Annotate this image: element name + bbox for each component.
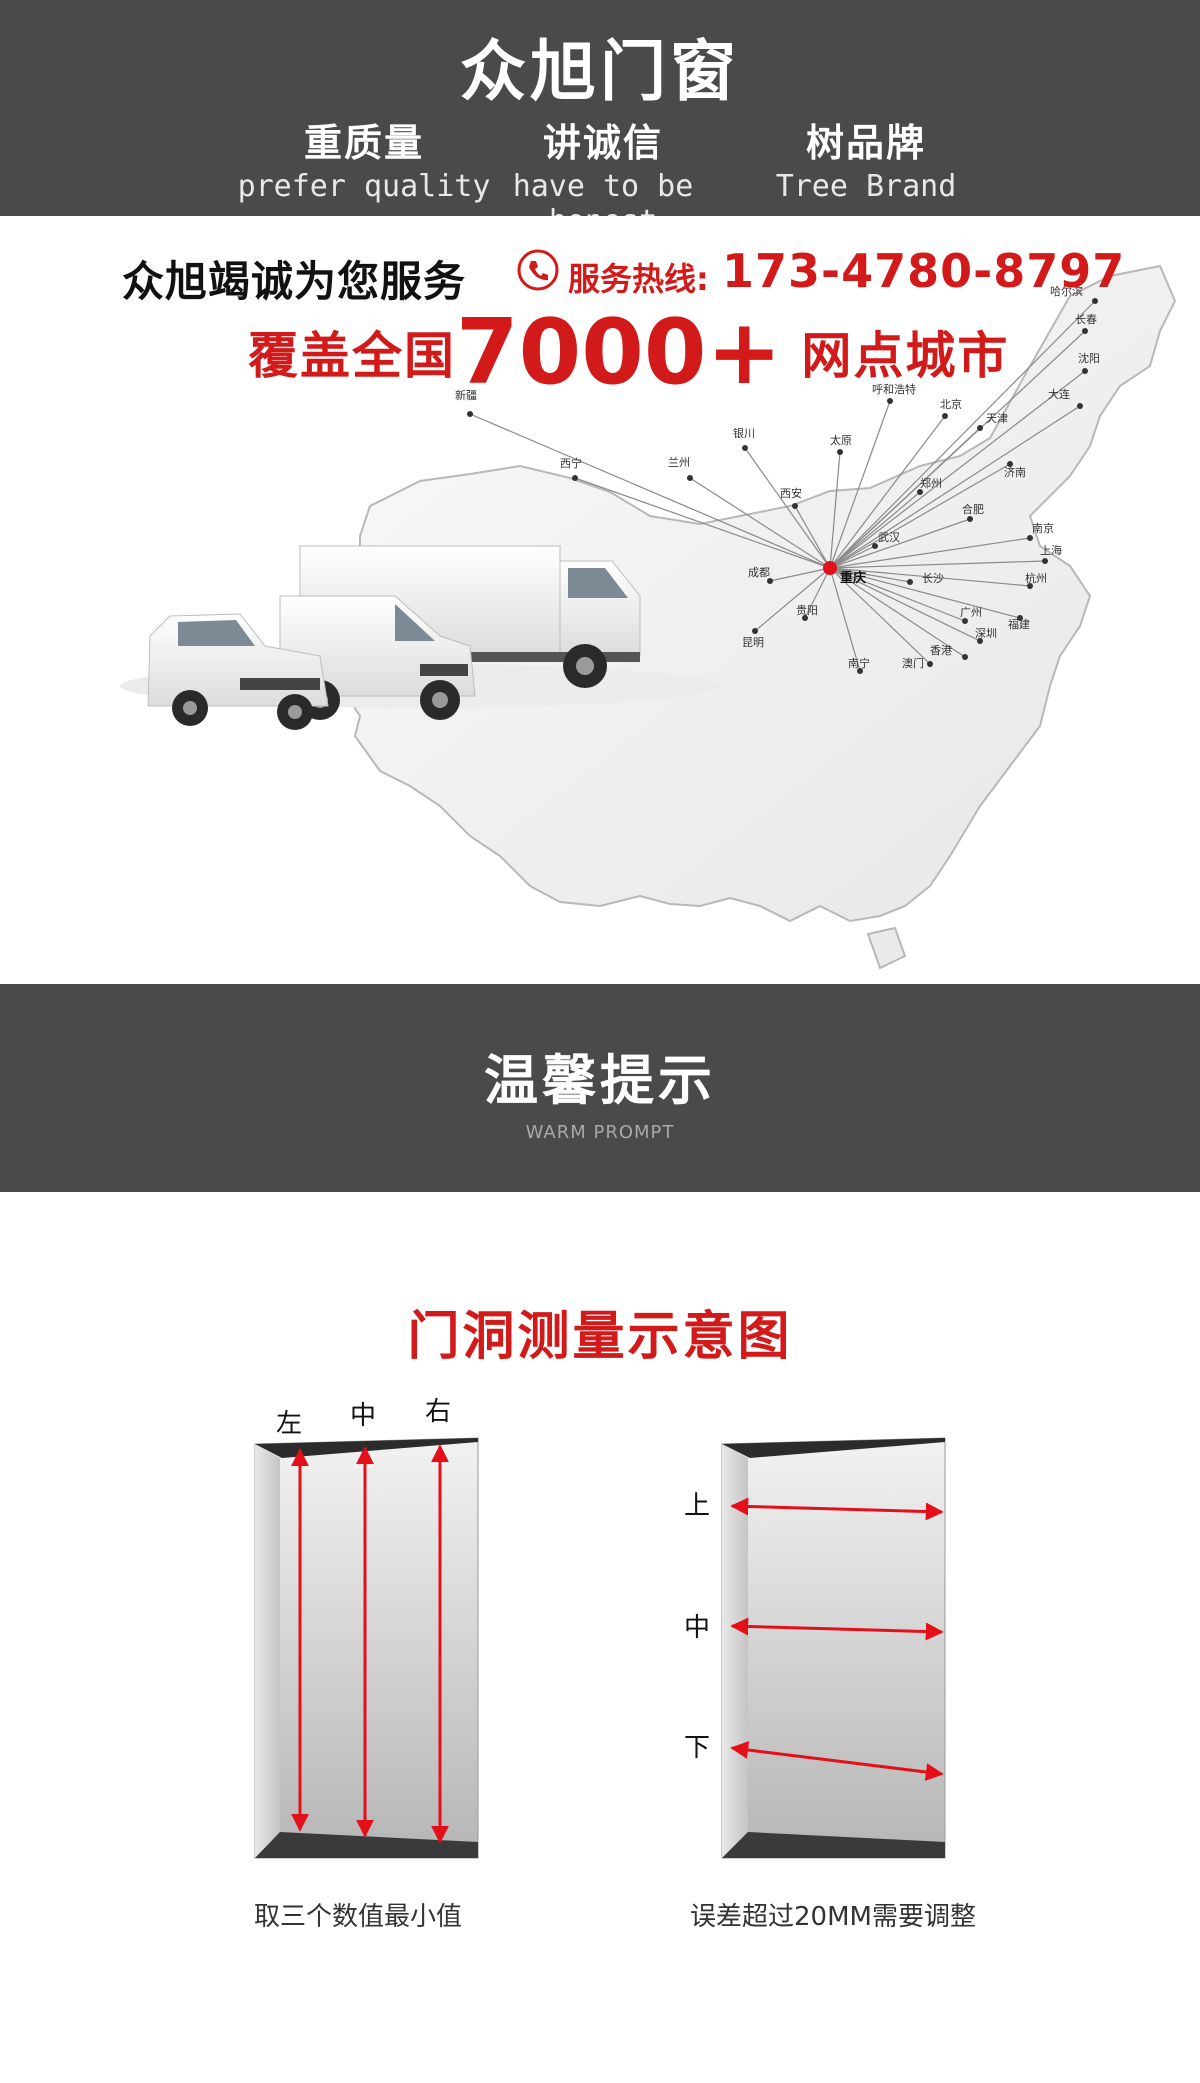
- label-top: 上: [684, 1491, 710, 1521]
- slogan-cn: 树品牌: [805, 121, 926, 165]
- measure-arrow-top: [730, 1497, 944, 1521]
- warm-prompt-title: 温馨提示: [484, 1049, 716, 1112]
- coverage-headline: 覆盖全国7000+ 网点城市: [248, 300, 1009, 405]
- city-label: 银川: [733, 426, 755, 440]
- door-measure-diagrams: 左 中 右 上 中 下: [254, 1397, 946, 1859]
- measure-arrow-bottom: [730, 1741, 944, 1781]
- city-label: 合肥: [962, 502, 984, 516]
- china-map-outline: [338, 264, 1177, 923]
- city-label: 贵阳: [796, 604, 818, 617]
- coverage-suffix: 网点城市: [801, 327, 1010, 385]
- city-label: 呼和浩特: [872, 382, 916, 396]
- hotline-label: 服务热线:: [568, 260, 709, 298]
- city-label: 长春: [1075, 313, 1097, 326]
- brand-title: 众旭门窗: [460, 33, 740, 110]
- header-band: [0, 0, 1200, 216]
- warm-prompt-subtitle: WARM PROMPT: [525, 1122, 675, 1143]
- city-label: 广州: [960, 606, 982, 619]
- city-label: 兰州: [668, 456, 690, 469]
- coverage-number: 7000+: [456, 300, 782, 405]
- city-label: 新疆: [455, 388, 477, 402]
- right-caption: 误差超过20MM需要调整: [690, 1902, 976, 1932]
- city-label: 郑州: [920, 476, 942, 490]
- city-label: 西宁: [560, 456, 582, 470]
- hub-dot: [823, 561, 837, 575]
- city-label: 武汉: [878, 531, 900, 544]
- delivery-trucks-illustration: [120, 545, 720, 730]
- label-bottom: 下: [684, 1733, 710, 1763]
- slogan-quality: 重质量 prefer quality: [214, 112, 514, 204]
- left-caption: 取三个数值最小值: [254, 1902, 463, 1932]
- coverage-prefix: 覆盖全国: [248, 327, 456, 385]
- city-label: 大连: [1048, 387, 1070, 401]
- label-right: 右: [425, 1397, 451, 1427]
- slogan-cn: 重质量: [303, 121, 424, 165]
- label-center: 中: [350, 1401, 376, 1431]
- city-dots: [467, 298, 1098, 674]
- china-map-illustration: 哈尔滨 长春 沈阳 大连 呼和浩特 北京 天津 新疆 银川 太原 济南 兰州 西…: [120, 264, 1177, 970]
- city-label: 济南: [1004, 465, 1026, 479]
- hotline-number[interactable]: 173-4780-8797: [722, 244, 1126, 298]
- door-frame-width: [721, 1437, 946, 1859]
- label-middle: 中: [684, 1613, 710, 1643]
- slogan-en: prefer quality: [237, 169, 491, 204]
- label-left: 左: [276, 1409, 302, 1439]
- door-frame-height: [254, 1437, 479, 1859]
- phone-icon: [517, 249, 559, 291]
- city-label: 昆明: [742, 636, 764, 649]
- city-labels: 哈尔滨 长春 沈阳 大连 呼和浩特 北京 天津 新疆 银川 太原 济南 兰州 西…: [455, 284, 1100, 670]
- city-label: 南宁: [848, 656, 870, 670]
- city-label: 太原: [830, 434, 852, 447]
- city-label: 西安: [780, 486, 802, 500]
- city-label: 杭州: [1025, 571, 1047, 585]
- hub-label: 重庆: [840, 570, 866, 586]
- measure-arrow-middle: [730, 1617, 944, 1641]
- city-label: 香港: [930, 644, 952, 657]
- island-outline: [866, 926, 907, 970]
- city-label: 成都: [748, 566, 770, 579]
- measure-diagram-title: 门洞测量示意图: [407, 1307, 793, 1367]
- slogan-en: Tree Brand: [775, 169, 957, 204]
- city-label: 澳门: [902, 656, 924, 670]
- slogan-cn: 讲诚信: [542, 121, 663, 165]
- city-label: 沈阳: [1078, 351, 1100, 365]
- city-label: 福建: [1008, 617, 1030, 631]
- city-label: 长沙: [922, 572, 944, 585]
- city-label: 天津: [986, 412, 1008, 425]
- service-slogan: 众旭竭诚为您服务: [122, 257, 467, 306]
- route-lines: [469, 300, 1096, 672]
- city-label: 北京: [940, 397, 962, 411]
- city-label: 哈尔滨: [1050, 284, 1083, 298]
- warm-prompt-band: [0, 984, 1200, 1192]
- city-label: 上海: [1040, 543, 1062, 557]
- slogan-brand: 树品牌 Tree Brand: [716, 112, 1016, 204]
- city-label: 南京: [1032, 521, 1054, 535]
- city-label: 深圳: [975, 627, 997, 640]
